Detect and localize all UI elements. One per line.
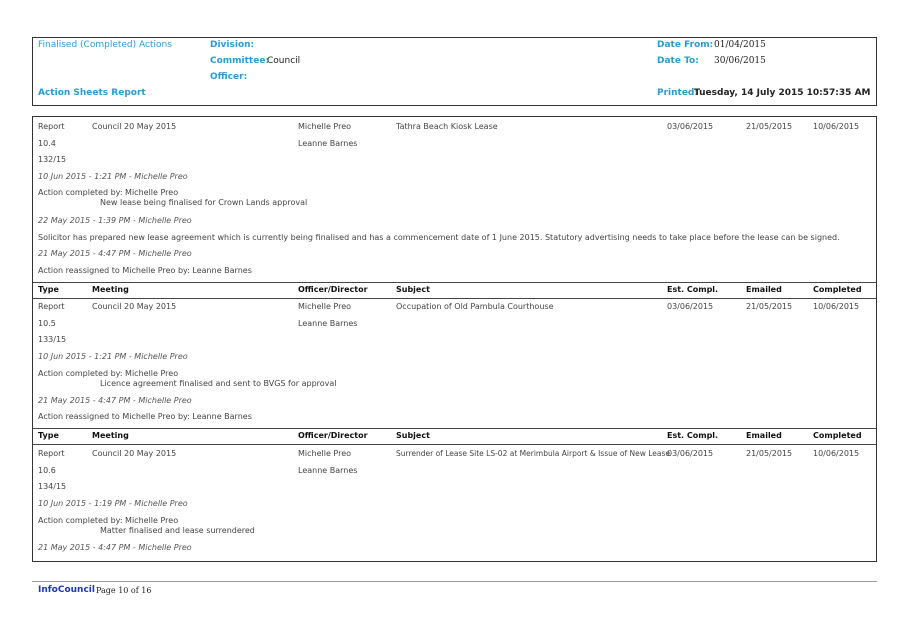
date-to-value: 30/06/2015 — [714, 56, 766, 66]
item-type: Report — [38, 302, 65, 311]
footer-brand: InfoCouncil — [38, 585, 95, 595]
col-est-compl: Est. Compl. — [667, 431, 719, 440]
item-emailed: 21/05/2015 — [746, 449, 793, 458]
divider — [33, 298, 876, 299]
item-type: Report — [38, 449, 65, 458]
note-detail: Licence agreement finalised and sent to … — [100, 379, 337, 388]
col-subject: Subject — [396, 285, 430, 294]
item-subject: Surrender of Lease Site LS-02 at Merimbu… — [396, 449, 670, 458]
item-meeting: Council 20 May 2015 — [92, 122, 177, 131]
item-est-compl: 03/06/2015 — [667, 302, 714, 311]
item-officer: Michelle Preo — [298, 122, 352, 131]
note-text: Action reassigned to Michelle Preo by: L… — [38, 266, 252, 275]
item-ref: 134/15 — [38, 482, 67, 491]
date-from-label: Date From: — [657, 40, 714, 50]
col-emailed: Emailed — [746, 285, 782, 294]
item-completed: 10/06/2015 — [813, 302, 860, 311]
note-text: Action completed by: Michelle Preo — [38, 188, 179, 197]
column-header-row: Type Meeting Officer/Director Subject Es… — [33, 283, 876, 298]
note-detail: Matter finalised and lease surrendered — [100, 526, 255, 535]
col-type: Type — [38, 285, 59, 294]
item-officer: Michelle Preo — [298, 302, 352, 311]
report-kind: Finalised (Completed) Actions — [38, 40, 172, 50]
item-ref: 132/15 — [38, 155, 67, 164]
date-from-value: 01/04/2015 — [714, 40, 766, 50]
footer-rule — [32, 581, 877, 582]
item-number: 10.4 — [38, 139, 56, 148]
col-type: Type — [38, 431, 59, 440]
committee-value: Council — [267, 56, 301, 66]
item-meeting: Council 20 May 2015 — [92, 449, 177, 458]
note-text: Action reassigned to Michelle Preo by: L… — [38, 412, 252, 421]
col-subject: Subject — [396, 431, 430, 440]
column-header-row: Type Meeting Officer/Director Subject Es… — [33, 429, 876, 444]
item-emailed: 21/05/2015 — [746, 302, 793, 311]
note-text: Action completed by: Michelle Preo — [38, 369, 179, 378]
col-completed: Completed — [813, 285, 862, 294]
item-director: Leanne Barnes — [298, 466, 358, 475]
item-subject: Tathra Beach Kiosk Lease — [396, 122, 498, 131]
report-title: Action Sheets Report — [38, 88, 146, 98]
committee-label: Committee: — [210, 56, 270, 66]
item-number: 10.5 — [38, 319, 56, 328]
item-completed: 10/06/2015 — [813, 449, 860, 458]
page-number: Page 10 of 16 — [96, 586, 152, 595]
officer-label: Officer: — [210, 72, 248, 82]
note-text: Solicitor has prepared new lease agreeme… — [38, 233, 840, 242]
note-heading: 21 May 2015 - 4:47 PM - Michelle Preo — [38, 249, 192, 258]
item-emailed: 21/05/2015 — [746, 122, 793, 131]
divider — [33, 444, 876, 445]
item-number: 10.6 — [38, 466, 56, 475]
note-heading: 10 Jun 2015 - 1:21 PM - Michelle Preo — [38, 352, 188, 361]
item-subject: Occupation of Old Pambula Courthouse — [396, 302, 554, 311]
item-director: Leanne Barnes — [298, 319, 358, 328]
item-director: Leanne Barnes — [298, 139, 358, 148]
division-label: Division: — [210, 40, 255, 50]
printed-label: Printed: — [657, 88, 698, 98]
actions-table — [32, 116, 877, 562]
divider — [33, 428, 876, 429]
item-completed: 10/06/2015 — [813, 122, 860, 131]
item-officer: Michelle Preo — [298, 449, 352, 458]
col-officer: Officer/Director — [298, 285, 368, 294]
note-heading: 21 May 2015 - 4:47 PM - Michelle Preo — [38, 396, 192, 405]
item-est-compl: 03/06/2015 — [667, 122, 714, 131]
col-completed: Completed — [813, 431, 862, 440]
note-heading: 21 May 2015 - 4:47 PM - Michelle Preo — [38, 543, 192, 552]
col-emailed: Emailed — [746, 431, 782, 440]
item-ref: 133/15 — [38, 335, 67, 344]
printed-value: Tuesday, 14 July 2015 10:57:35 AM — [694, 88, 871, 98]
date-to-label: Date To: — [657, 56, 699, 66]
note-text: Action completed by: Michelle Preo — [38, 516, 179, 525]
divider — [33, 282, 876, 283]
report-header — [32, 37, 877, 106]
col-meeting: Meeting — [92, 285, 129, 294]
col-officer: Officer/Director — [298, 431, 368, 440]
note-heading: 10 Jun 2015 - 1:19 PM - Michelle Preo — [38, 499, 188, 508]
col-meeting: Meeting — [92, 431, 129, 440]
note-heading: 22 May 2015 - 1:39 PM - Michelle Preo — [38, 216, 192, 225]
note-detail: New lease being finalised for Crown Land… — [100, 198, 308, 207]
item-meeting: Council 20 May 2015 — [92, 302, 177, 311]
item-type: Report — [38, 122, 65, 131]
col-est-compl: Est. Compl. — [667, 285, 719, 294]
item-est-compl: 03/06/2015 — [667, 449, 714, 458]
note-heading: 10 Jun 2015 - 1:21 PM - Michelle Preo — [38, 172, 188, 181]
